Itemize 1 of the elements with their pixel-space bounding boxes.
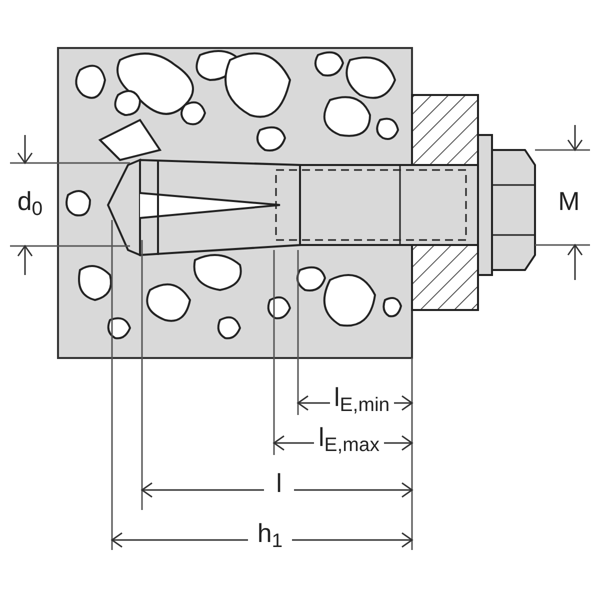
- dimension-label: h$_{1}$: [248, 520, 292, 546]
